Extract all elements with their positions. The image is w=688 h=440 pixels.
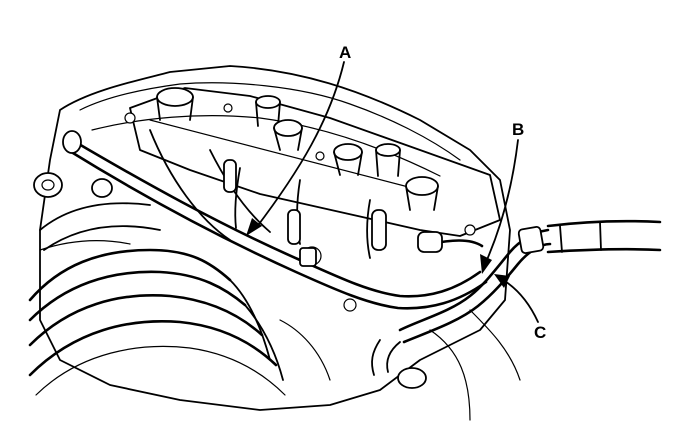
- plenum: [149, 129, 387, 259]
- callout-b: B: [480, 120, 524, 274]
- intake-manifold: [28, 172, 331, 396]
- callout-c-label: C: [534, 323, 546, 342]
- callout-c: C: [494, 274, 546, 342]
- engine-block: [39, 65, 521, 421]
- callout-a: A: [246, 43, 351, 236]
- fuel-rail: [62, 130, 488, 312]
- callout-b-label: B: [512, 120, 524, 139]
- fuel-hose: [371, 219, 662, 389]
- callout-a-label: A: [339, 43, 351, 62]
- valve-cover: [124, 87, 501, 237]
